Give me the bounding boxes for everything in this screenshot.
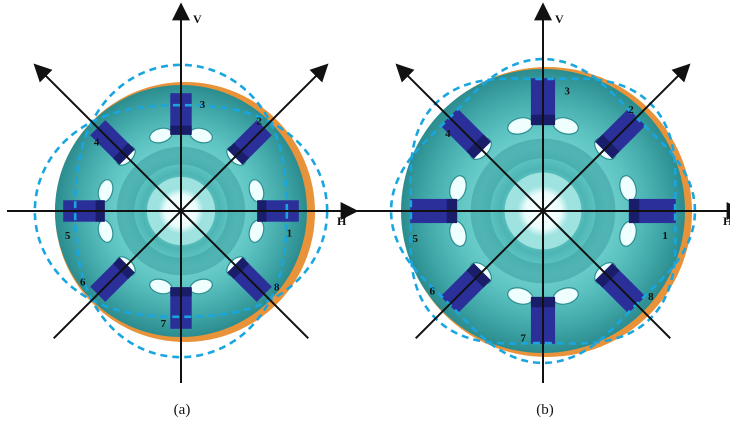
mode-curve-vertical	[73, 63, 289, 359]
sensor-label-6: 6	[80, 277, 86, 289]
mode-curve-horizontal	[33, 103, 329, 319]
sensor-label-3: 3	[200, 99, 206, 111]
panel-b: V H 1 2 3 4 5 6 7 8 (b)	[345, 2, 730, 418]
v-axis-label: V	[555, 12, 564, 26]
diag-axis-45	[415, 63, 691, 339]
sensor-label-5: 5	[65, 230, 71, 242]
panel-caption: (b)	[536, 402, 554, 418]
sensor-label-1: 1	[287, 227, 293, 239]
sensor-label-4: 4	[94, 137, 100, 149]
h-axis-label: H	[337, 214, 347, 228]
sensor-label-8: 8	[274, 282, 280, 294]
sensor-label-2: 2	[256, 115, 262, 127]
diag-axis-135	[33, 63, 309, 339]
sensor-label-7: 7	[520, 332, 526, 344]
sensor-label-7: 7	[161, 318, 167, 330]
h-axis-label: H	[723, 214, 730, 228]
mode-curve-square	[389, 57, 697, 365]
sensor-label-8: 8	[648, 291, 654, 303]
sensor-label-2: 2	[628, 104, 634, 116]
mode-curve-diamond	[409, 77, 677, 345]
panel-a: V H 1 2 3 4 5 6 7 8 (a)	[7, 2, 359, 418]
sensor-label-5: 5	[412, 233, 418, 245]
sensor-label-3: 3	[564, 85, 570, 97]
v-axis-label: V	[193, 12, 202, 26]
diag-axis-45	[53, 63, 329, 339]
sensor-label-1: 1	[662, 230, 668, 242]
sensor-label-4: 4	[445, 128, 451, 140]
sensor-label-6: 6	[429, 286, 435, 298]
diag-axis-135	[395, 63, 671, 339]
panel-caption: (a)	[174, 402, 191, 418]
